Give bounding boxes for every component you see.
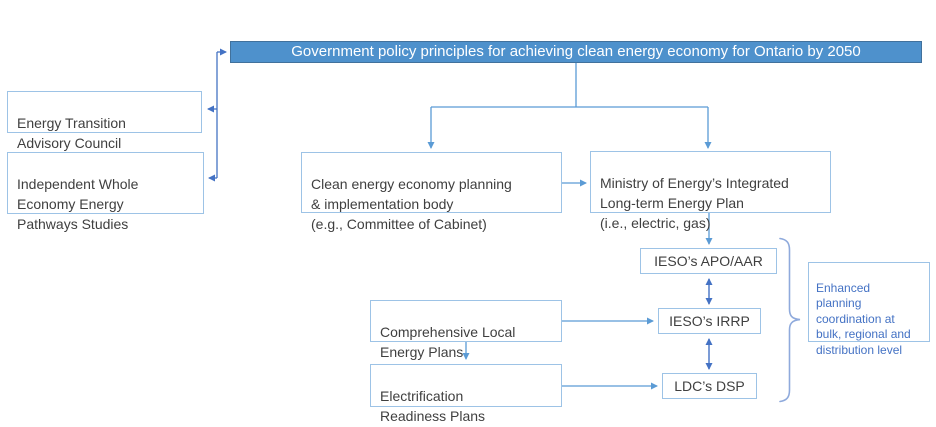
- node-label: Clean energy economy planning & implemen…: [311, 176, 512, 232]
- node-government-policy-principles: Government policy principles for achievi…: [230, 41, 922, 63]
- node-energy-transition-advisory-council: Energy Transition Advisory Council: [7, 91, 202, 151]
- connector-title-split: [427, 63, 712, 149]
- annotation-enhanced-planning-coordination: Enhanced planning coordination at bulk, …: [808, 262, 930, 357]
- node-label: IESO’s IRRP: [669, 313, 750, 329]
- node-label: IESO’s APO/AAR: [654, 253, 763, 269]
- node-label: Ministry of Energy’s Integrated Long-ter…: [600, 175, 789, 231]
- node-label: Electrification Readiness Plans: [380, 388, 486, 424]
- node-ldc-dsp: LDC’s DSP: [662, 373, 757, 399]
- node-label: Comprehensive Local Energy Plans: [380, 324, 516, 360]
- node-electrification-readiness-plans: Electrification Readiness Plans: [370, 364, 562, 424]
- node-label: Independent Whole Economy Energy Pathway…: [17, 176, 139, 232]
- connector-left-structure: [207, 48, 227, 182]
- node-independent-whole-economy-energy-pathways-studies: Independent Whole Economy Energy Pathway…: [7, 152, 204, 232]
- node-comprehensive-local-energy-plans: Comprehensive Local Energy Plans: [370, 300, 562, 360]
- node-ieso-apo-aar: IESO’s APO/AAR: [640, 248, 777, 274]
- node-clean-energy-economy-planning-body: Clean energy economy planning & implemen…: [301, 152, 562, 232]
- annotation-label: Enhanced planning coordination at bulk, …: [816, 280, 911, 357]
- title-label: Government policy principles for achievi…: [291, 43, 861, 60]
- brace-right: [779, 237, 801, 403]
- node-label: LDC’s DSP: [674, 378, 745, 394]
- node-ministry-of-energy-integrated-plan: Ministry of Energy’s Integrated Long-ter…: [590, 151, 831, 231]
- node-ieso-irrp: IESO’s IRRP: [658, 308, 761, 334]
- node-label: Energy Transition Advisory Council: [17, 115, 126, 151]
